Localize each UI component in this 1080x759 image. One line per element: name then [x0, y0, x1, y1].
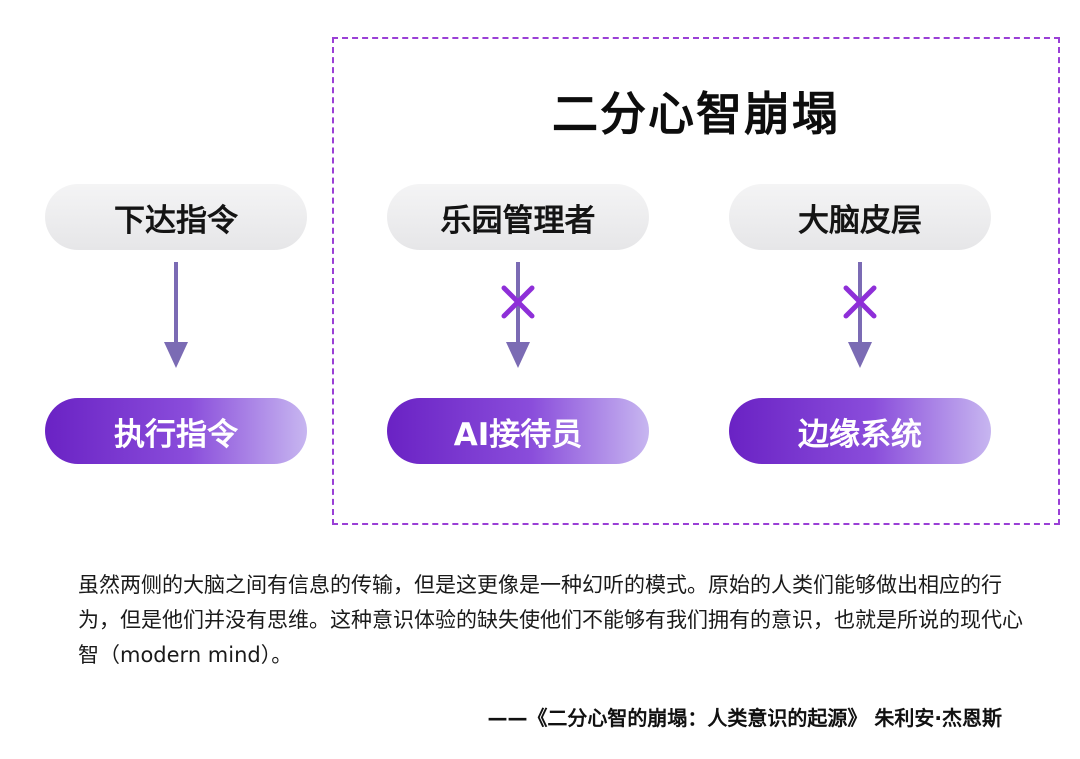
- cross-icon: [843, 285, 877, 319]
- node-issue-command: 下达指令: [45, 184, 307, 250]
- frame-title: 二分心智崩塌: [552, 87, 840, 141]
- arrow-down-icon: [501, 262, 535, 368]
- node-ai-host: AI接待员: [387, 398, 649, 464]
- quote-text: 虽然两侧的大脑之间有信息的传输，但是这更像是一种幻听的模式。原始的人类们能够做出…: [78, 573, 1023, 667]
- node-limbic-system: 边缘系统: [729, 398, 991, 464]
- node-cerebral-cortex: 大脑皮层: [729, 184, 991, 250]
- quote-source: ——《二分心智的崩塌：人类意识的起源》 朱利安·杰恩斯: [487, 706, 1002, 730]
- node-park-manager: 乐园管理者: [387, 184, 649, 250]
- dashed-group-frame: [332, 37, 1060, 525]
- cross-icon: [501, 285, 535, 319]
- node-execute-command: 执行指令: [45, 398, 307, 464]
- arrow-down-icon: [843, 262, 877, 368]
- arrow-down-icon: [164, 262, 188, 368]
